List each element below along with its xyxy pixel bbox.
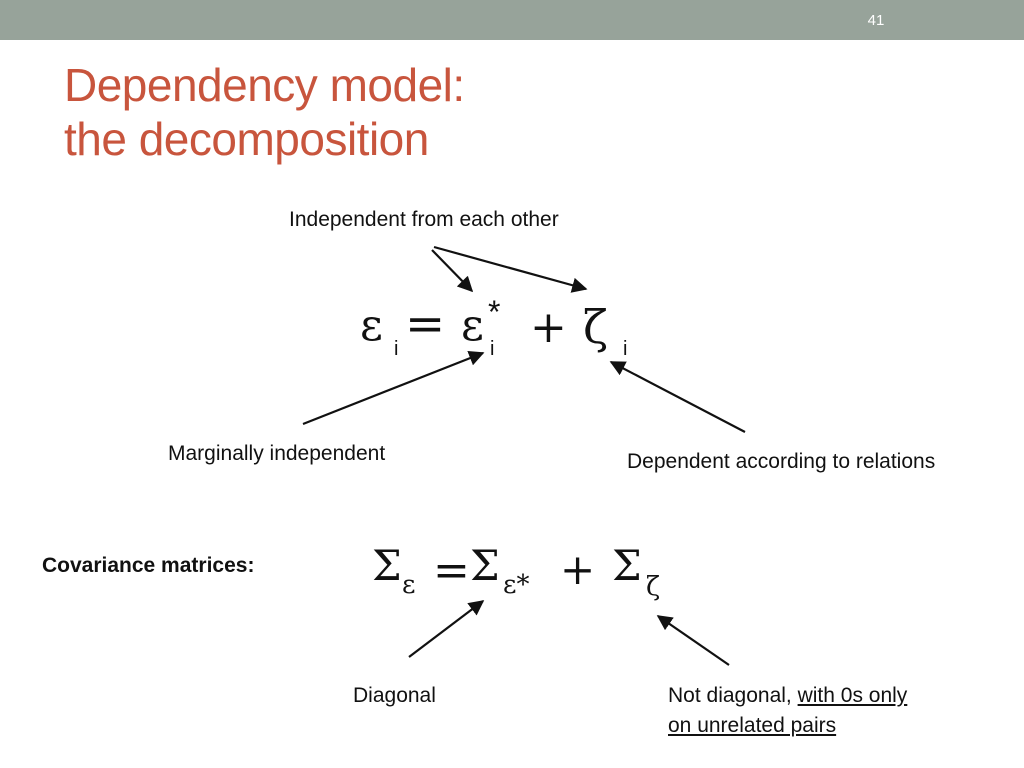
eq1-star: * — [488, 294, 501, 330]
arrow-not-diagonal-to-sigma-zeta — [656, 615, 730, 666]
eq2-plus: + — [560, 545, 596, 594]
label-not-diagonal-line1: Not diagonal, with 0s only — [668, 684, 907, 708]
label-diagonal: Diagonal — [353, 684, 436, 707]
label-dependent: Dependent according to relations — [627, 450, 936, 473]
not-diagonal-underlined-1: with 0s only — [797, 684, 908, 707]
arrow-independent-to-eps-star — [431, 249, 474, 293]
eq1-epsilon: ε — [360, 300, 383, 351]
eq2-sub-zeta: ζ — [646, 572, 661, 602]
eq2-sub-epsilon-star: ε* — [503, 570, 530, 600]
arrow-dependent-to-zeta — [609, 361, 746, 433]
arrow-diagonal-to-sigma-eps-star — [408, 600, 485, 658]
eq1-zeta: ζ — [583, 300, 608, 354]
label-not-diagonal-line2: on unrelated pairs — [668, 714, 837, 737]
label-independent: Independent from each other — [289, 208, 559, 231]
eq2-equals: = — [433, 545, 470, 596]
eq1-sub-i-3: i — [623, 338, 628, 360]
eq2-sigma-3: Σ — [612, 541, 642, 590]
eq2-sub-epsilon: ε — [402, 570, 416, 600]
eq2-sigma-1: Σ — [372, 541, 402, 590]
arrow-independent-to-zeta — [433, 245, 588, 293]
top-bar — [0, 0, 1024, 40]
eq2-sigma-2: Σ — [470, 541, 500, 590]
eq1-equals: = — [405, 296, 446, 352]
eq1-epsilon-star: ε — [461, 300, 484, 351]
slide-number: 41 — [867, 12, 885, 29]
arrow-marginal-to-eps-star — [302, 350, 485, 426]
title-line-1: Dependency model: — [64, 59, 465, 111]
title-line-2: the decomposition — [64, 113, 429, 165]
eq1-plus: + — [530, 302, 567, 353]
label-covariance-matrices: Covariance matrices: — [42, 554, 255, 577]
eq1-sub-i-2: i — [490, 338, 495, 360]
slide-title: Dependency model: the decomposition — [64, 58, 465, 166]
not-diagonal-prefix: Not diagonal, — [668, 684, 798, 707]
eq1-sub-i-1: i — [394, 338, 399, 360]
label-marginally-independent: Marginally independent — [168, 442, 386, 465]
